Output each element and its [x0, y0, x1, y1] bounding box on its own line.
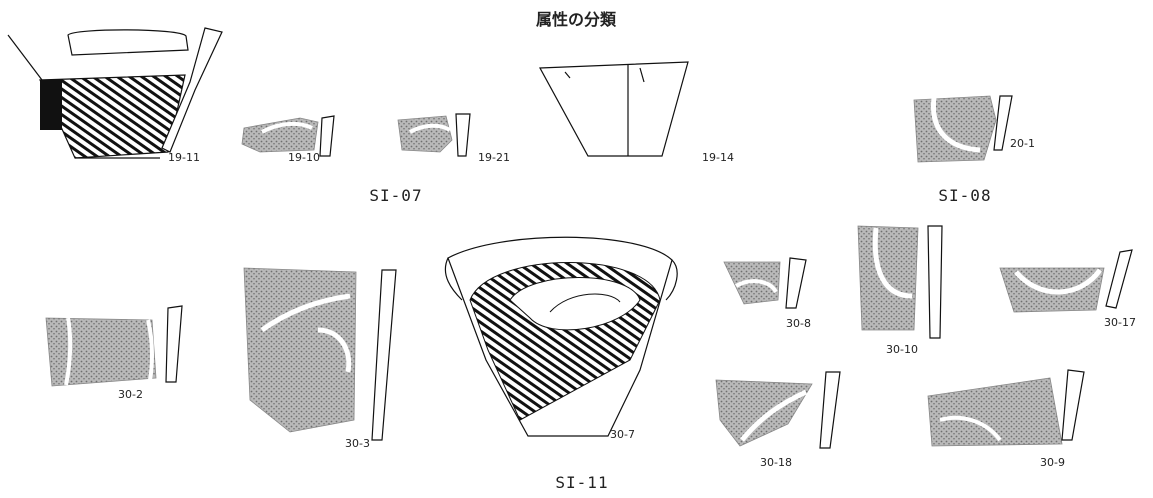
label-30-18: 30-18: [760, 456, 792, 469]
label-19-21: 19-21: [478, 151, 510, 164]
label-30-10: 30-10: [886, 343, 918, 356]
sherd-30-2: [45, 305, 183, 387]
group-label-si-07: SI-07: [369, 186, 422, 205]
label-19-11: 19-11: [168, 151, 200, 164]
label-30-2: 30-2: [118, 388, 143, 401]
group-label-si-08: SI-08: [938, 186, 991, 205]
label-20-1: 20-1: [1010, 137, 1035, 150]
sherd-30-17: [999, 249, 1133, 313]
sherd-19-21: [397, 113, 471, 157]
sherd-30-8: [723, 257, 807, 309]
group-label-si-11: SI-11: [555, 473, 608, 492]
sherd-30-10: [857, 225, 943, 339]
label-30-8: 30-8: [786, 317, 811, 330]
vessel-drawing-19-11: [7, 27, 223, 159]
vessel-drawing-19-14: [539, 61, 689, 157]
sherd-20-1: [913, 95, 1013, 163]
label-30-9: 30-9: [1040, 456, 1065, 469]
sherd-19-10: [241, 115, 335, 157]
label-30-17: 30-17: [1104, 316, 1136, 329]
sherd-30-18: [715, 371, 841, 449]
label-19-10: 19-10: [288, 151, 320, 164]
label-30-7: 30-7: [610, 428, 635, 441]
sherd-30-3: [243, 267, 397, 441]
label-19-14: 19-14: [702, 151, 734, 164]
label-30-3: 30-3: [345, 437, 370, 450]
sherd-30-9: [927, 369, 1085, 447]
figure-title: 属性の分類: [536, 10, 617, 29]
vessel-drawing-30-7: [444, 236, 678, 437]
